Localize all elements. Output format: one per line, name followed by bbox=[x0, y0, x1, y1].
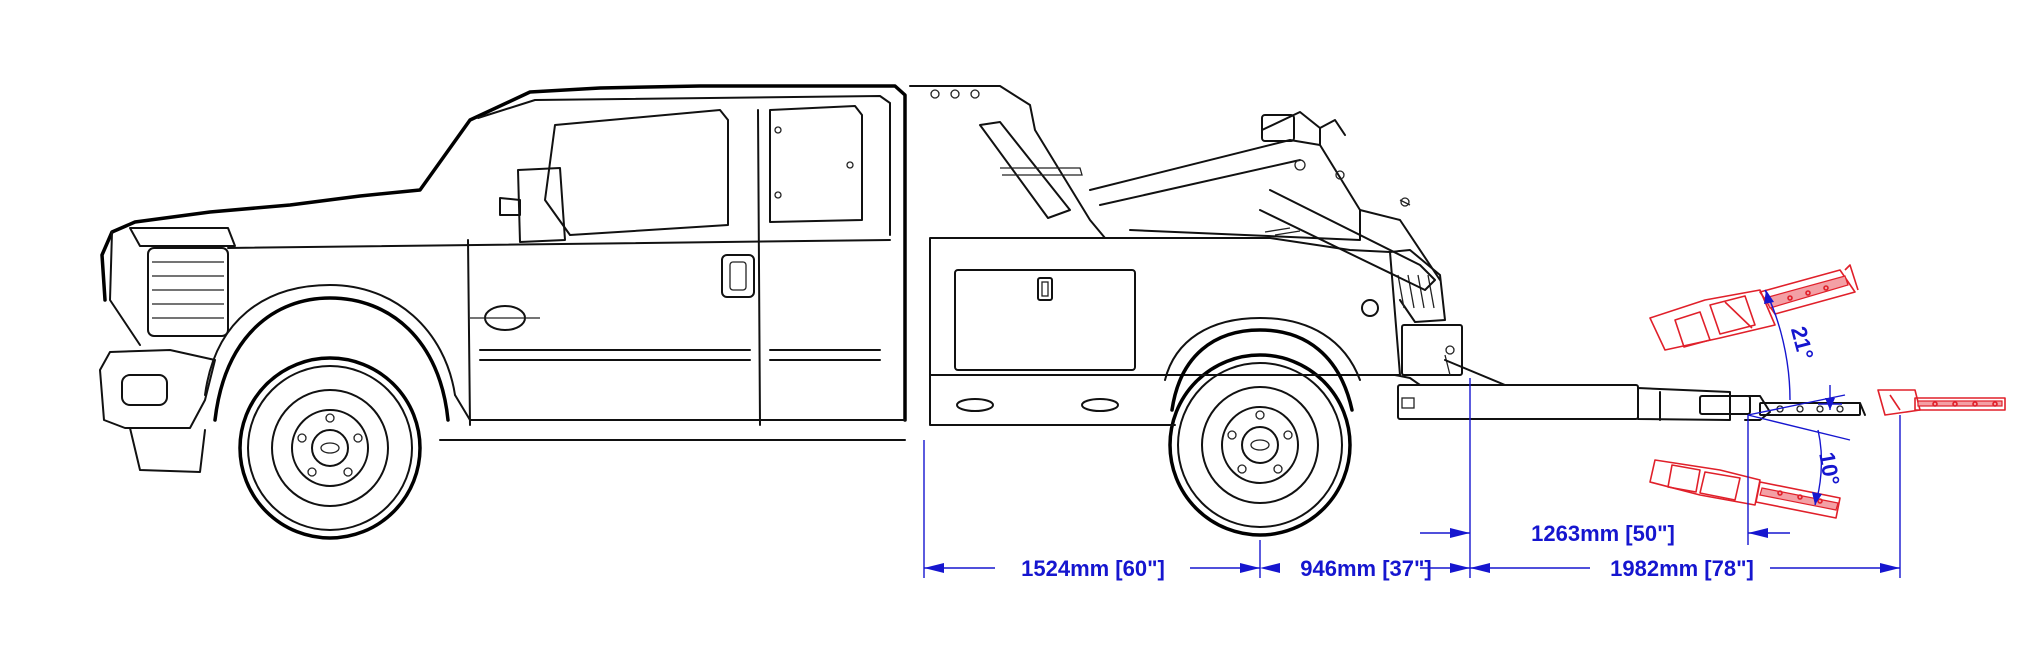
dimension-label-946: 946mm [37"] bbox=[1300, 556, 1432, 581]
underlift-raised-position bbox=[1649, 264, 1859, 351]
angle-label-up: 21° bbox=[1786, 324, 1819, 363]
angle-label-down: 10° bbox=[1814, 450, 1844, 487]
front-wheel bbox=[238, 356, 422, 540]
truck-cab bbox=[99, 84, 907, 473]
underlift-lowered-position bbox=[1649, 459, 1841, 519]
wrecker-boom bbox=[909, 85, 1441, 291]
dimension-label-1263: 1263mm [50"] bbox=[1531, 521, 1675, 546]
dimension-label-1982: 1982mm [78"] bbox=[1610, 556, 1754, 581]
underlift-extended-position bbox=[1877, 389, 2006, 416]
wrecker-body bbox=[929, 237, 1463, 426]
dimension-lines bbox=[923, 289, 1901, 578]
dimension-label-1524: 1524mm [60"] bbox=[1021, 556, 1165, 581]
underlift-arm bbox=[1394, 359, 1866, 421]
rear-wheel bbox=[1168, 353, 1352, 537]
